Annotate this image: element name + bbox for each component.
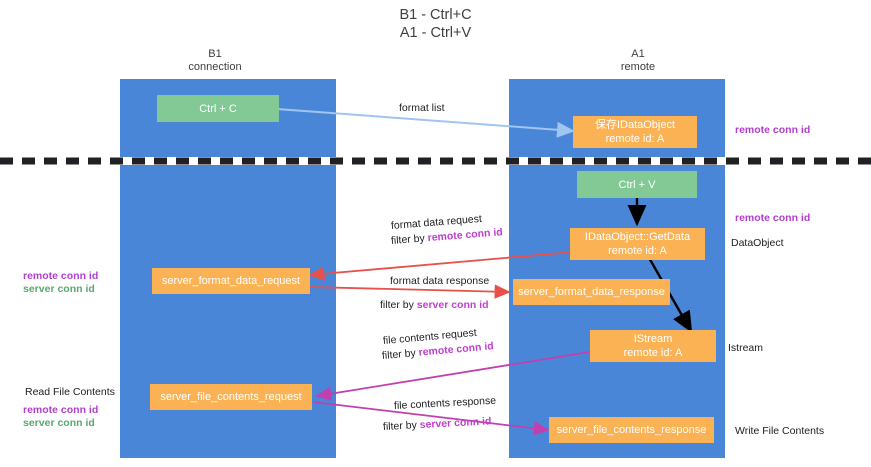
annotation-istream: Istream bbox=[728, 342, 764, 354]
annotation-right-mid-remote-conn-id: remote conn id bbox=[735, 212, 811, 224]
node-server-format-data-response[interactable]: server_format_data_response bbox=[513, 279, 670, 305]
filter-prefix: filter by bbox=[381, 346, 420, 362]
filter-prefix: filter by bbox=[382, 419, 421, 433]
column-header-a1: A1 remote bbox=[620, 48, 656, 73]
node-server-file-contents-response[interactable]: server_file_contents_response bbox=[549, 417, 714, 443]
filter-key-server-conn-id: server conn id bbox=[416, 299, 489, 311]
edge-label-file-contents-response: file contents response bbox=[393, 394, 497, 412]
annotation-right-top-remote-conn-id: remote conn id bbox=[735, 124, 811, 136]
page-title: B1 - Ctrl+C A1 - Ctrl+V bbox=[399, 7, 472, 41]
column-header-b1: B1 connection bbox=[188, 48, 242, 73]
node-save-idataobject[interactable]: 保存IDataObject remote id: A bbox=[573, 116, 697, 148]
node-ctrl-c[interactable]: Ctrl + C bbox=[157, 95, 279, 122]
node-server-file-contents-request[interactable]: server_file_contents_request bbox=[150, 384, 312, 410]
edge-label-file-contents-response-filter: filter by server conn id bbox=[383, 414, 492, 434]
annotation-left-remote-conn-id-2: remote conn id bbox=[23, 404, 99, 416]
annotation-dataobject: DataObject bbox=[731, 237, 784, 249]
annotation-write-file-contents: Write File Contents bbox=[735, 425, 825, 437]
node-istream[interactable]: IStream remote id: A bbox=[590, 330, 716, 362]
node-idataobject-getdata[interactable]: IDataObject::GetData remote id: A bbox=[570, 228, 705, 260]
lane-b1-bottom bbox=[120, 165, 336, 458]
filter-prefix: filter by bbox=[390, 232, 429, 247]
filter-prefix: filter by bbox=[380, 299, 417, 311]
annotation-read-file-contents: Read File Contents bbox=[25, 386, 115, 398]
node-server-format-data-request[interactable]: server_format_data_request bbox=[152, 268, 310, 294]
lane-a1-bottom bbox=[509, 165, 725, 458]
filter-key-server-conn-id: server conn id bbox=[419, 415, 492, 432]
edge-label-format-list: format list bbox=[399, 102, 445, 114]
node-ctrl-v[interactable]: Ctrl + V bbox=[577, 171, 697, 198]
edge-label-format-data-response: format data response bbox=[390, 275, 490, 287]
edge-label-format-data-response-filter: filter by server conn id bbox=[380, 298, 489, 312]
annotation-left-server-conn-id: server conn id bbox=[23, 283, 95, 295]
annotation-left-server-conn-id-2: server conn id bbox=[23, 417, 95, 429]
annotation-left-remote-conn-id: remote conn id bbox=[23, 270, 99, 282]
